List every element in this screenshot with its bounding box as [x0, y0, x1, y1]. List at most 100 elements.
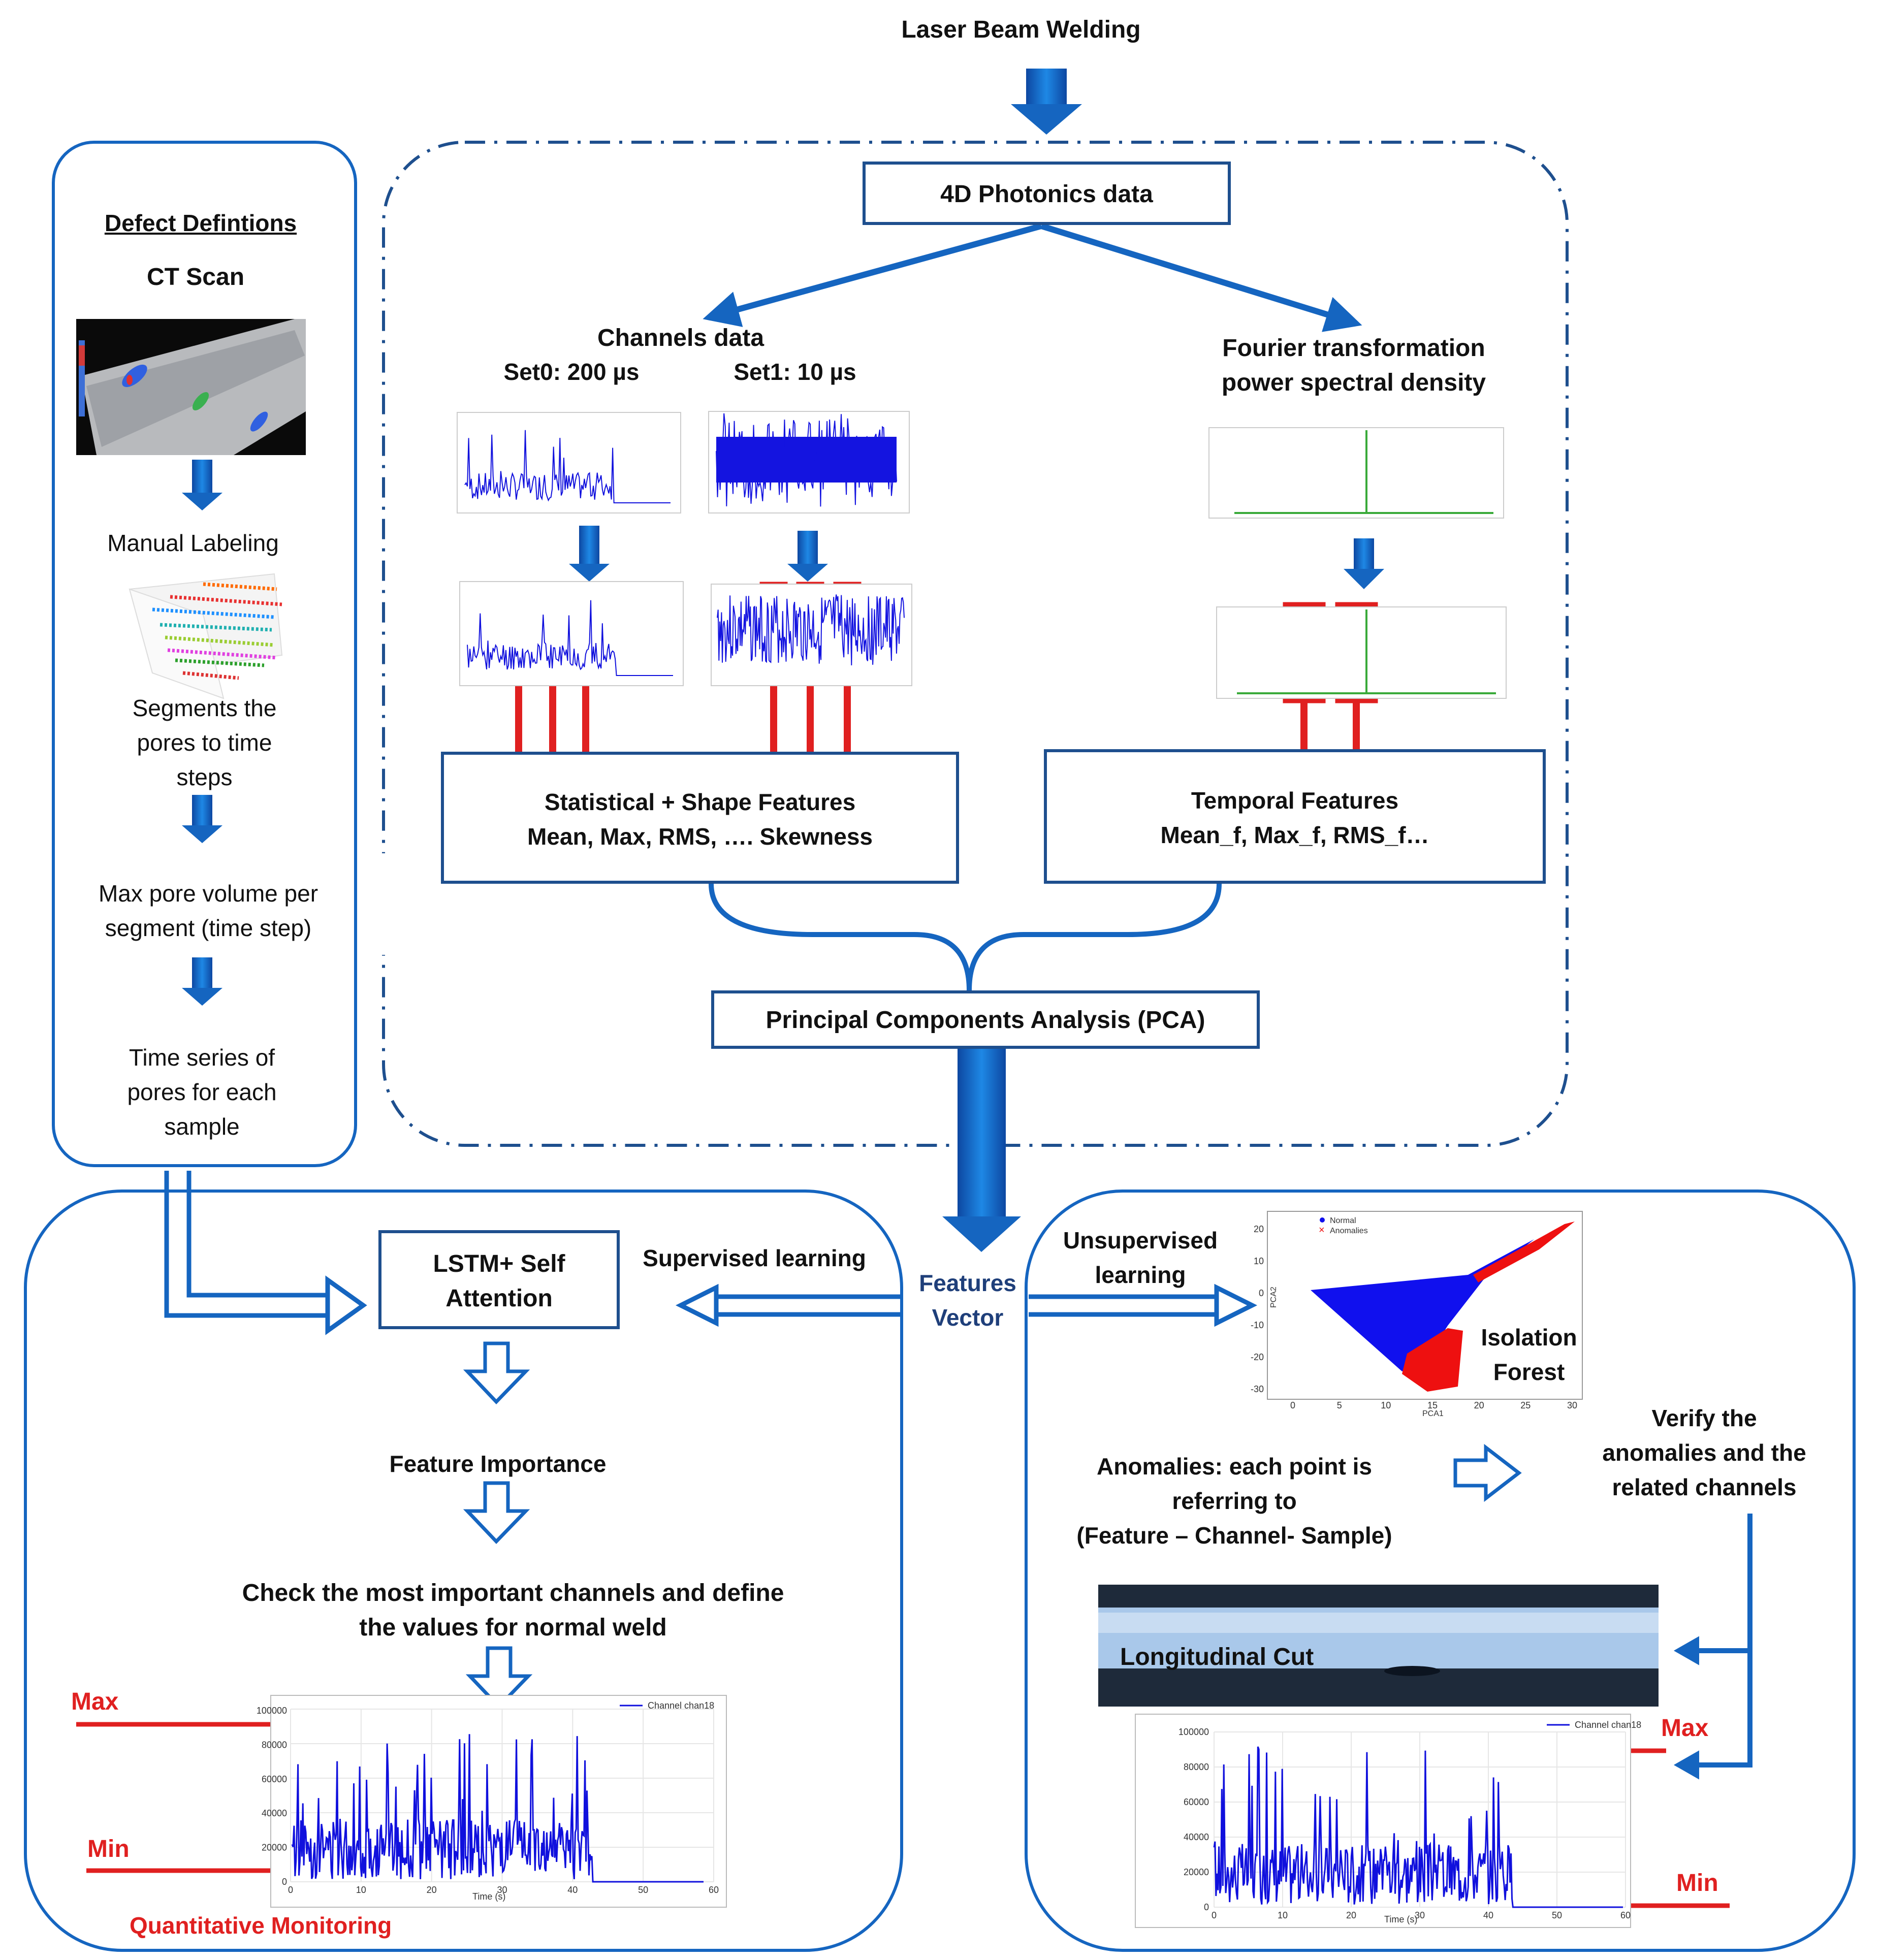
lstm-label-1: LSTM+ Self: [433, 1250, 565, 1277]
set1-label: Set1: 10 µs: [734, 359, 856, 385]
tick-label: 40: [567, 1885, 578, 1895]
time-series-label-1: Time series of: [129, 1044, 275, 1071]
tick-label: 60000: [262, 1774, 287, 1784]
pca-label: Principal Components Analysis (PCA): [766, 1007, 1205, 1034]
arrow-features-to-lstm: [675, 1283, 902, 1327]
tick-label: 30: [1415, 1910, 1425, 1920]
tick-label: 10: [1381, 1400, 1391, 1410]
segments-label-2: pores to time: [137, 729, 272, 756]
arrow-psd-filter: [1344, 538, 1384, 589]
pca-legend-normal: Normal: [1330, 1216, 1356, 1225]
tick-label: -20: [1251, 1352, 1264, 1362]
pore-scatter-3d: [129, 573, 283, 699]
tick-label: 10: [1254, 1256, 1264, 1266]
tick-label: 40000: [262, 1808, 287, 1818]
arrow-set1-filter: [787, 531, 828, 582]
tick-label: 60: [1620, 1910, 1631, 1920]
tick-label: 50: [638, 1885, 648, 1895]
tick-label: 0: [1212, 1910, 1217, 1920]
max-pore-label-1: Max pore volume per: [98, 880, 318, 907]
temporal-features-2: Mean_f, Max_f, RMS_f…: [1160, 822, 1429, 848]
tick-label: -10: [1251, 1320, 1264, 1330]
tick-label: 80000: [1184, 1762, 1209, 1772]
small-down-arrows: [182, 460, 1384, 1006]
tick-label: 0: [1259, 1288, 1264, 1298]
check-channels-2: the values for normal weld: [359, 1614, 667, 1641]
arrow-laser-to-photonics: [1011, 69, 1082, 135]
arrow-timeseries-to-lstm: [164, 1171, 367, 1335]
isolation-forest-1: Isolation: [1481, 1324, 1577, 1351]
psd-plot-top: [1208, 427, 1504, 519]
arrow-segments-to-maxpore: [182, 957, 222, 1006]
arrow-set0-filter: [569, 526, 610, 582]
anomalies-label-1: Anomalies: each point is: [1097, 1453, 1372, 1480]
tick-label: -30: [1251, 1384, 1264, 1394]
tick-label: 30: [1567, 1400, 1577, 1410]
tick-label: 5: [1337, 1400, 1342, 1410]
longitudinal-cut-image: [1098, 1585, 1659, 1707]
tick-label: 20: [427, 1885, 437, 1895]
arrow-to-fourier: [1040, 223, 1362, 332]
features-vector-1: Features: [919, 1270, 1016, 1296]
verify-label-3: related channels: [1612, 1474, 1797, 1500]
tick-label: 50: [1552, 1910, 1562, 1920]
supervised-label: Supervised learning: [643, 1245, 866, 1271]
tick-label: 20: [1254, 1224, 1264, 1234]
pca-xlabel: PCA1: [1422, 1409, 1444, 1418]
tick-label: 30: [497, 1885, 507, 1895]
ts-xlabel-left: Time (s): [472, 1891, 505, 1902]
unsupervised-panel: [1025, 1190, 1856, 1952]
isolation-forest-2: Forest: [1493, 1359, 1565, 1385]
tick-label: 0: [1290, 1400, 1295, 1410]
min-label-left: Min: [87, 1836, 130, 1862]
min-label-right: Min: [1676, 1870, 1718, 1897]
arrow-features-to-isolation: [1029, 1283, 1258, 1327]
unsupervised-label-1: Unsupervised: [1063, 1227, 1218, 1254]
lstm-box: [378, 1230, 620, 1329]
tick-label: 10: [356, 1885, 366, 1895]
ct-scan-image: [76, 319, 306, 455]
tick-label: 10: [1278, 1910, 1288, 1920]
supervised-panel: [24, 1190, 903, 1952]
anomalies-label-3: (Feature – Channel- Sample): [1076, 1522, 1392, 1549]
svg-text:×: ×: [1319, 1225, 1325, 1236]
time-series-label-2: pores for each: [127, 1079, 277, 1105]
fourier-label-1: Fourier transformation: [1222, 335, 1485, 362]
max-pore-label-2: segment (time step): [105, 915, 312, 941]
tick-label: 100000: [257, 1706, 287, 1716]
verify-label-1: Verify the: [1651, 1405, 1757, 1431]
set1-signal-bottom: [711, 584, 912, 686]
tick-label: 20: [1346, 1910, 1356, 1920]
photonics-box: [863, 162, 1231, 225]
diagram-title: Laser Beam Welding: [901, 16, 1141, 43]
fourier-label-2: power spectral density: [1221, 369, 1486, 396]
verify-label-2: anomalies and the: [1602, 1439, 1806, 1466]
unsupervised-label-2: learning: [1095, 1262, 1186, 1288]
anomalies-label-2: referring to: [1172, 1488, 1297, 1514]
channels-title: Channels data: [597, 325, 764, 351]
tick-label: 80000: [262, 1740, 287, 1750]
manual-labeling-label: Manual Labeling: [107, 530, 279, 556]
max-label-left: Max: [71, 1688, 119, 1715]
time-series-label-3: sample: [164, 1113, 240, 1140]
set0-signal-bottom: [459, 581, 684, 686]
set0-label: Set0: 200 µs: [503, 359, 640, 385]
hollow-arrows: [463, 1341, 533, 1710]
tick-label: 40000: [1184, 1832, 1209, 1842]
tick-label: 60: [709, 1885, 719, 1895]
isolation-forest-scatter: Normal × Anomalies PCA1 PCA2 20100-10-20…: [1251, 1211, 1583, 1418]
arrow-labeling-to-segments: [182, 795, 222, 843]
photonics-title: 4D Photonics data: [940, 181, 1153, 208]
lstm-label-2: Attention: [445, 1285, 553, 1312]
defect-heading: Defect Defintions: [104, 210, 297, 236]
psd-plot-bottom: [1216, 606, 1507, 699]
tick-label: 25: [1520, 1400, 1531, 1410]
arrow-ct-to-labeling: [182, 460, 222, 510]
tick-label: 0: [288, 1885, 293, 1895]
set0-signal-top: [457, 412, 681, 513]
check-channels-1: Check the most important channels and de…: [242, 1580, 784, 1606]
tick-label: 0: [282, 1877, 287, 1887]
statistical-features-1: Statistical + Shape Features: [544, 789, 856, 815]
